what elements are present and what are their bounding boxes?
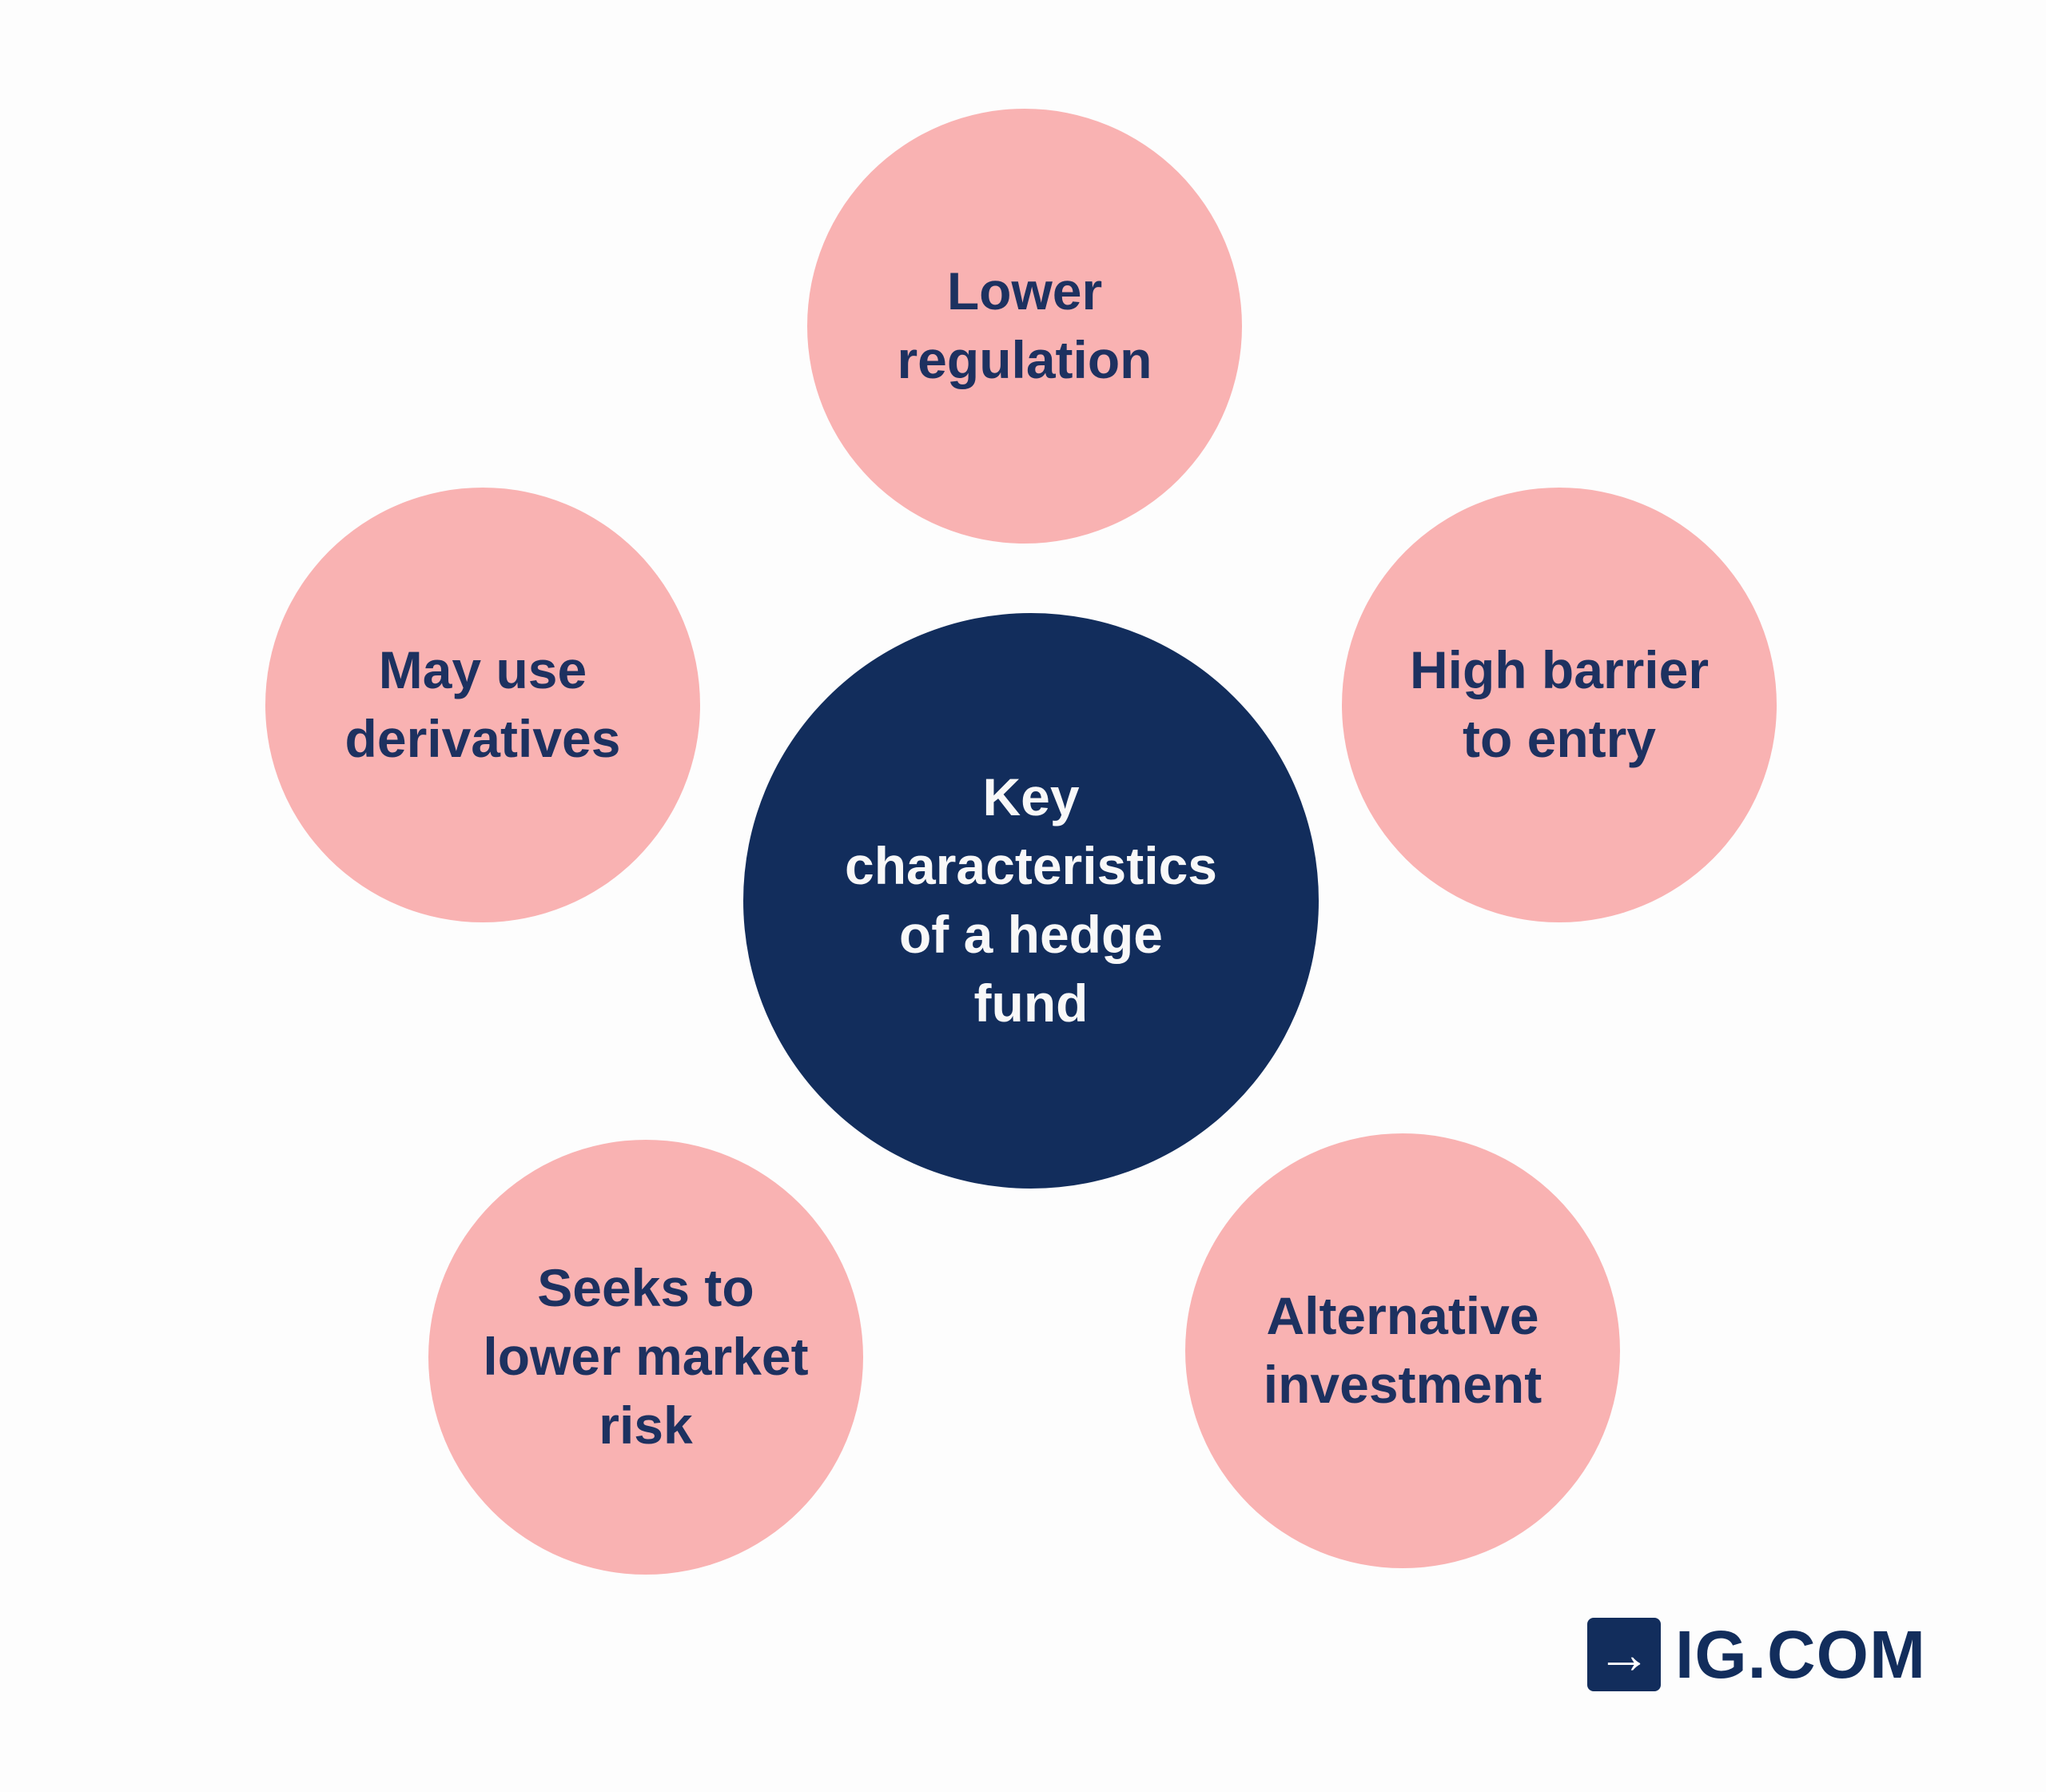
arrow-glyph: → (1597, 1624, 1651, 1685)
node-may-use-derivatives-label: May use derivatives (344, 640, 621, 768)
node-alternative-investment-label: Alternative investment (1263, 1286, 1542, 1414)
ig-logo: → IG.COM (1587, 1618, 1926, 1691)
node-center-label: Key characteristics of a hedge fund (845, 767, 1217, 1033)
node-center-key-characteristics: Key characteristics of a hedge fund (743, 613, 1319, 1189)
node-seeks-lower-market-risk: Seeks to lower market risk (428, 1140, 863, 1575)
node-lower-regulation: Lower regulation (807, 109, 1242, 544)
node-high-barrier-to-entry-label: High barrier to entry (1409, 640, 1710, 768)
ig-logo-text: IG.COM (1675, 1617, 1926, 1692)
node-alternative-investment: Alternative investment (1185, 1133, 1620, 1568)
node-lower-regulation-label: Lower regulation (897, 261, 1152, 389)
node-may-use-derivatives: May use derivatives (265, 488, 700, 922)
node-high-barrier-to-entry: High barrier to entry (1342, 488, 1777, 922)
node-seeks-lower-market-risk-label: Seeks to lower market risk (483, 1258, 809, 1455)
arrow-icon: → (1587, 1618, 1661, 1691)
